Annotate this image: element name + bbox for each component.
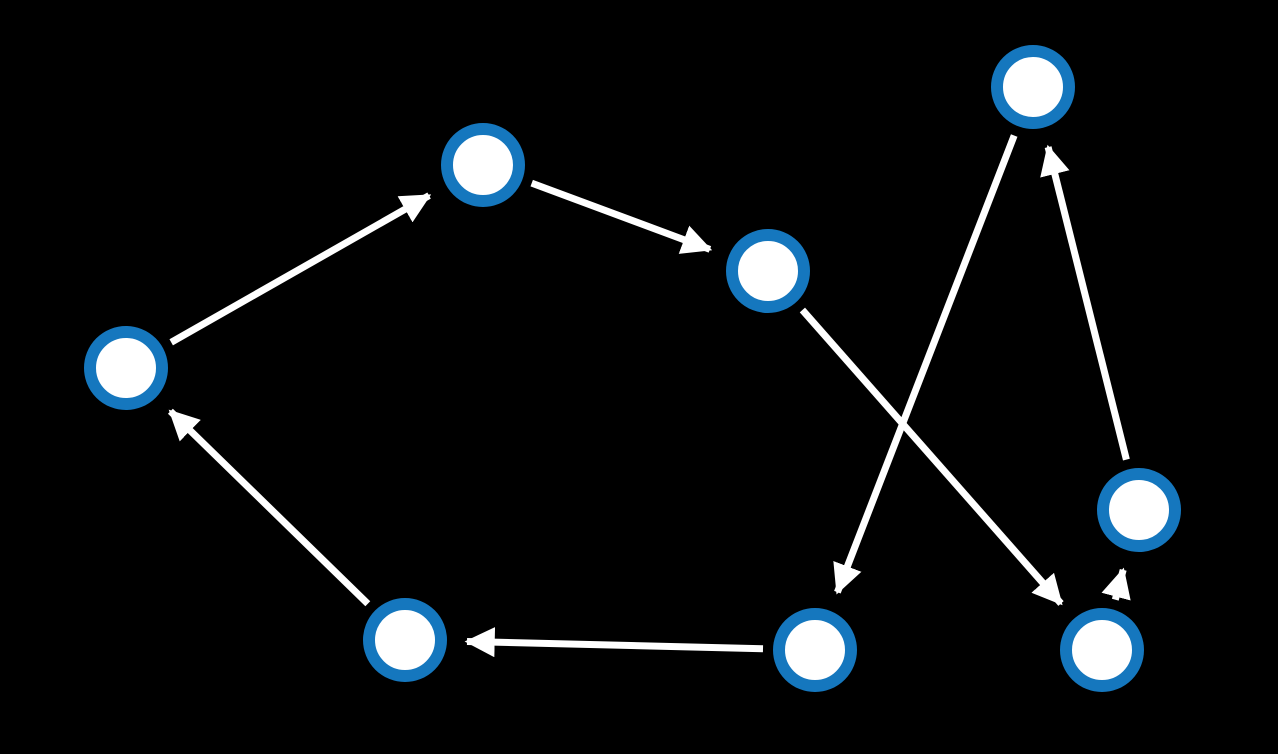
graph-node-top-right (991, 45, 1075, 129)
graph-node-upper-middle (441, 123, 525, 207)
graph-edge-upper-middle-to-center (530, 179, 713, 254)
graph-node-right (1097, 468, 1181, 552)
graph-edge-top-right-to-bottom-center (833, 134, 1018, 595)
graph-node-bottom-left (363, 598, 447, 682)
graph-edge-left-to-upper-middle (169, 192, 432, 346)
graph-edge-bottom-center-to-bottom-left (464, 627, 764, 658)
graph-edge-right-to-top-right (1040, 144, 1130, 461)
graph-node-center (726, 229, 810, 313)
graph-edge-bottom-right-to-right (1101, 567, 1131, 601)
graph-node-bottom-center (773, 608, 857, 692)
graph-edge-center-to-bottom-right (799, 307, 1064, 606)
graph-node-bottom-right (1060, 608, 1144, 692)
graph-edge-bottom-left-to-left (167, 408, 371, 607)
graph-node-left (84, 326, 168, 410)
